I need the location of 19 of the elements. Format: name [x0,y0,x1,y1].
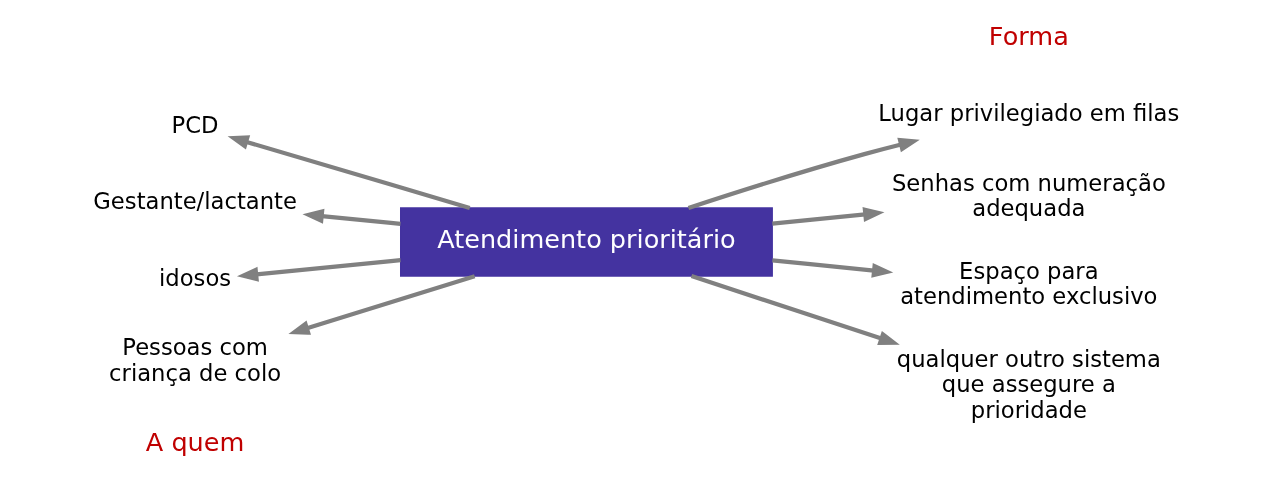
node-text: Lugar privilegiado em filas [878,100,1180,127]
node-text: Espaço para atendimento exclusivo [900,257,1158,310]
node-text: qualquer outro sistema que assegure a prioridade [896,345,1161,423]
node-text: idosos [159,264,232,291]
label: A quem [145,427,245,457]
arrow [690,274,900,346]
node-text: Senhas com numeração adequada [891,169,1166,222]
node-text: Pessoas com criança de colo [109,334,282,386]
arrow [288,274,476,335]
arrow [772,207,885,226]
arrow [772,258,894,278]
arrow [227,135,471,210]
node-text: PCD [171,111,219,138]
label: Forma [988,21,1069,52]
node-box: Atendimento prioritário [400,207,773,277]
arrow [687,137,920,210]
arrow [237,258,401,282]
arrow [302,208,401,226]
node-text: Gestante/lactante [93,188,297,215]
